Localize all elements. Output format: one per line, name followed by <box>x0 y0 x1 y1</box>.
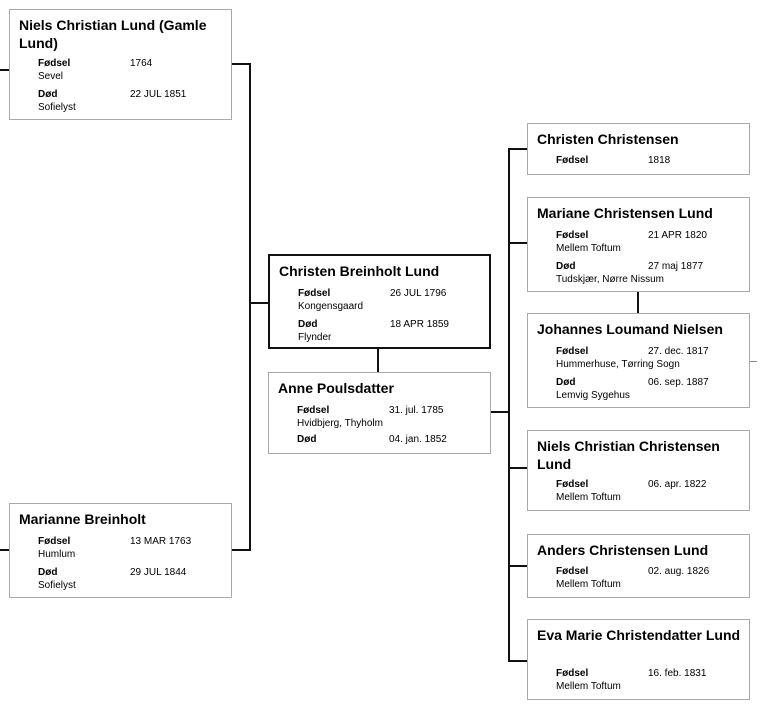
person-name: Christen Breinholt Lund <box>279 263 440 279</box>
birth-row: Fødsel 06. apr. 1822 Mellem Toftum <box>528 478 749 506</box>
death-date: 27 maj 1877 <box>648 261 704 272</box>
person-card-christen-breinholt-lund[interactable]: Christen Breinholt Lund Fødsel 26 JUL 17… <box>268 254 491 349</box>
birth-label: Fødsel <box>556 668 589 679</box>
death-label: Død <box>38 567 58 578</box>
birth-row: Fødsel 1818 <box>528 154 749 182</box>
connector-child-5 <box>508 660 528 662</box>
birth-place: Mellem Toftum <box>556 681 621 692</box>
birth-row: Fødsel 13 MAR 1763 Humlum <box>10 535 231 563</box>
death-row: Død 06. sep. 1887 Lemvig Sygehus <box>528 376 749 404</box>
connector-child-3 <box>508 467 528 469</box>
birth-date: 31. jul. 1785 <box>389 405 444 416</box>
person-card-niels-christian-lund[interactable]: Niels Christian Lund (Gamle Lund) Fødsel… <box>9 9 232 120</box>
person-card-mariane-christensen-lund[interactable]: Mariane Christensen Lund Fødsel 21 APR 1… <box>527 197 750 292</box>
birth-date: 02. aug. 1826 <box>648 566 710 577</box>
birth-place: Humlum <box>38 549 76 560</box>
death-label: Død <box>297 434 317 445</box>
connector-parents-bottom <box>231 549 251 551</box>
birth-row: Fødsel 27. dec. 1817 Hummerhuse, Tørring… <box>528 345 749 373</box>
connector-couple-focus <box>377 348 379 373</box>
death-label: Død <box>556 261 576 272</box>
connector-parents-vertical <box>249 63 251 551</box>
person-card-niels-christian-christensen-lund[interactable]: Niels Christian Christensen Lund Fødsel … <box>527 430 750 511</box>
person-name: Johannes Loumand Nielsen <box>537 321 723 337</box>
birth-label: Fødsel <box>556 155 589 166</box>
birth-date: 16. feb. 1831 <box>648 668 707 679</box>
death-place: Flynder <box>298 332 332 343</box>
death-place: Tudskjær, Nørre Nissum <box>556 274 664 285</box>
birth-place: Hummerhuse, Tørring Sogn <box>556 359 680 370</box>
birth-place: Hvidbjerg, Thyholm <box>297 418 383 429</box>
birth-date: 1764 <box>130 58 153 69</box>
birth-row: Fødsel 1764 Sevel <box>10 57 231 85</box>
death-place: Sofielyst <box>38 580 76 591</box>
death-place: Lemvig Sygehus <box>556 390 630 401</box>
birth-row: Fødsel 31. jul. 1785 Hvidbjerg, Thyholm <box>269 404 490 432</box>
connector-child-4 <box>508 565 528 567</box>
birth-date: 27. dec. 1817 <box>648 346 709 357</box>
birth-label: Fødsel <box>38 536 71 547</box>
person-card-eva-marie-christendatter-lund[interactable]: Eva Marie Christendatter Lund Fødsel 16.… <box>527 619 750 700</box>
death-label: Død <box>298 319 318 330</box>
birth-date: 13 MAR 1763 <box>130 536 192 547</box>
connector-parents-top <box>231 63 251 65</box>
person-card-johannes-loumand-nielsen[interactable]: Johannes Loumand Nielsen Fødsel 27. dec.… <box>527 313 750 408</box>
death-date: 22 JUL 1851 <box>130 89 187 100</box>
person-card-anne-poulsdatter[interactable]: Anne Poulsdatter Fødsel 31. jul. 1785 Hv… <box>268 372 491 454</box>
birth-label: Fødsel <box>298 288 331 299</box>
connector-parents-to-focus <box>249 302 269 304</box>
connector-couple-to-children <box>490 411 510 413</box>
death-row: Død 18 APR 1859 Flynder <box>270 318 489 346</box>
death-row: Død 22 JUL 1851 Sofielyst <box>10 88 231 116</box>
person-name: Niels Christian Christensen Lund <box>537 438 720 472</box>
birth-label: Fødsel <box>556 346 589 357</box>
death-label: Død <box>38 89 58 100</box>
person-name: Eva Marie Christendatter Lund <box>537 627 741 643</box>
person-name: Niels Christian Lund (Gamle Lund) <box>19 17 207 51</box>
connector-left-stub-top <box>0 69 10 71</box>
birth-row: Fødsel 21 APR 1820 Mellem Toftum <box>528 229 749 257</box>
death-date: 29 JUL 1844 <box>130 567 187 578</box>
birth-label: Fødsel <box>297 405 330 416</box>
person-name: Anders Christensen Lund <box>537 542 709 558</box>
person-name: Anne Poulsdatter <box>278 380 394 396</box>
birth-date: 1818 <box>648 155 671 166</box>
death-row: Død 29 JUL 1844 Sofielyst <box>10 566 231 594</box>
birth-label: Fødsel <box>38 58 71 69</box>
person-name: Marianne Breinholt <box>19 511 146 527</box>
person-name: Christen Christensen <box>537 131 679 147</box>
death-date: 18 APR 1859 <box>390 319 449 330</box>
death-row: Død 27 maj 1877 Tudskjær, Nørre Nissum <box>528 260 749 288</box>
death-row: Død 04. jan. 1852 <box>269 433 490 461</box>
birth-place: Sevel <box>38 71 64 82</box>
birth-label: Fødsel <box>556 479 589 490</box>
birth-row: Fødsel 16. feb. 1831 Mellem Toftum <box>528 667 749 695</box>
birth-place: Mellem Toftum <box>556 579 621 590</box>
birth-label: Fødsel <box>556 566 589 577</box>
person-name: Mariane Christensen Lund <box>537 205 713 221</box>
birth-label: Fødsel <box>556 230 589 241</box>
person-card-marianne-breinholt[interactable]: Marianne Breinholt Fødsel 13 MAR 1763 Hu… <box>9 503 232 598</box>
connector-couple-mariane <box>637 291 639 314</box>
birth-date: 26 JUL 1796 <box>390 288 447 299</box>
person-card-anders-christensen-lund[interactable]: Anders Christensen Lund Fødsel 02. aug. … <box>527 534 750 598</box>
connector-children-vertical <box>508 148 510 662</box>
birth-place: Mellem Toftum <box>556 243 621 254</box>
death-place: Sofielyst <box>38 102 76 113</box>
connector-child-1 <box>508 148 528 150</box>
death-label: Død <box>556 377 576 388</box>
birth-date: 21 APR 1820 <box>648 230 707 241</box>
birth-place: Kongensgaard <box>298 301 364 312</box>
birth-date: 06. apr. 1822 <box>648 479 707 490</box>
connector-right-stub <box>749 361 757 362</box>
person-card-christen-christensen[interactable]: Christen Christensen Fødsel 1818 <box>527 123 750 175</box>
birth-row: Fødsel 02. aug. 1826 Mellem Toftum <box>528 565 749 593</box>
death-date: 06. sep. 1887 <box>648 377 709 388</box>
birth-row: Fødsel 26 JUL 1796 Kongensgaard <box>270 287 489 315</box>
connector-left-stub-bottom <box>0 549 10 551</box>
connector-child-2 <box>508 242 528 244</box>
birth-place: Mellem Toftum <box>556 492 621 503</box>
death-date: 04. jan. 1852 <box>389 434 447 445</box>
